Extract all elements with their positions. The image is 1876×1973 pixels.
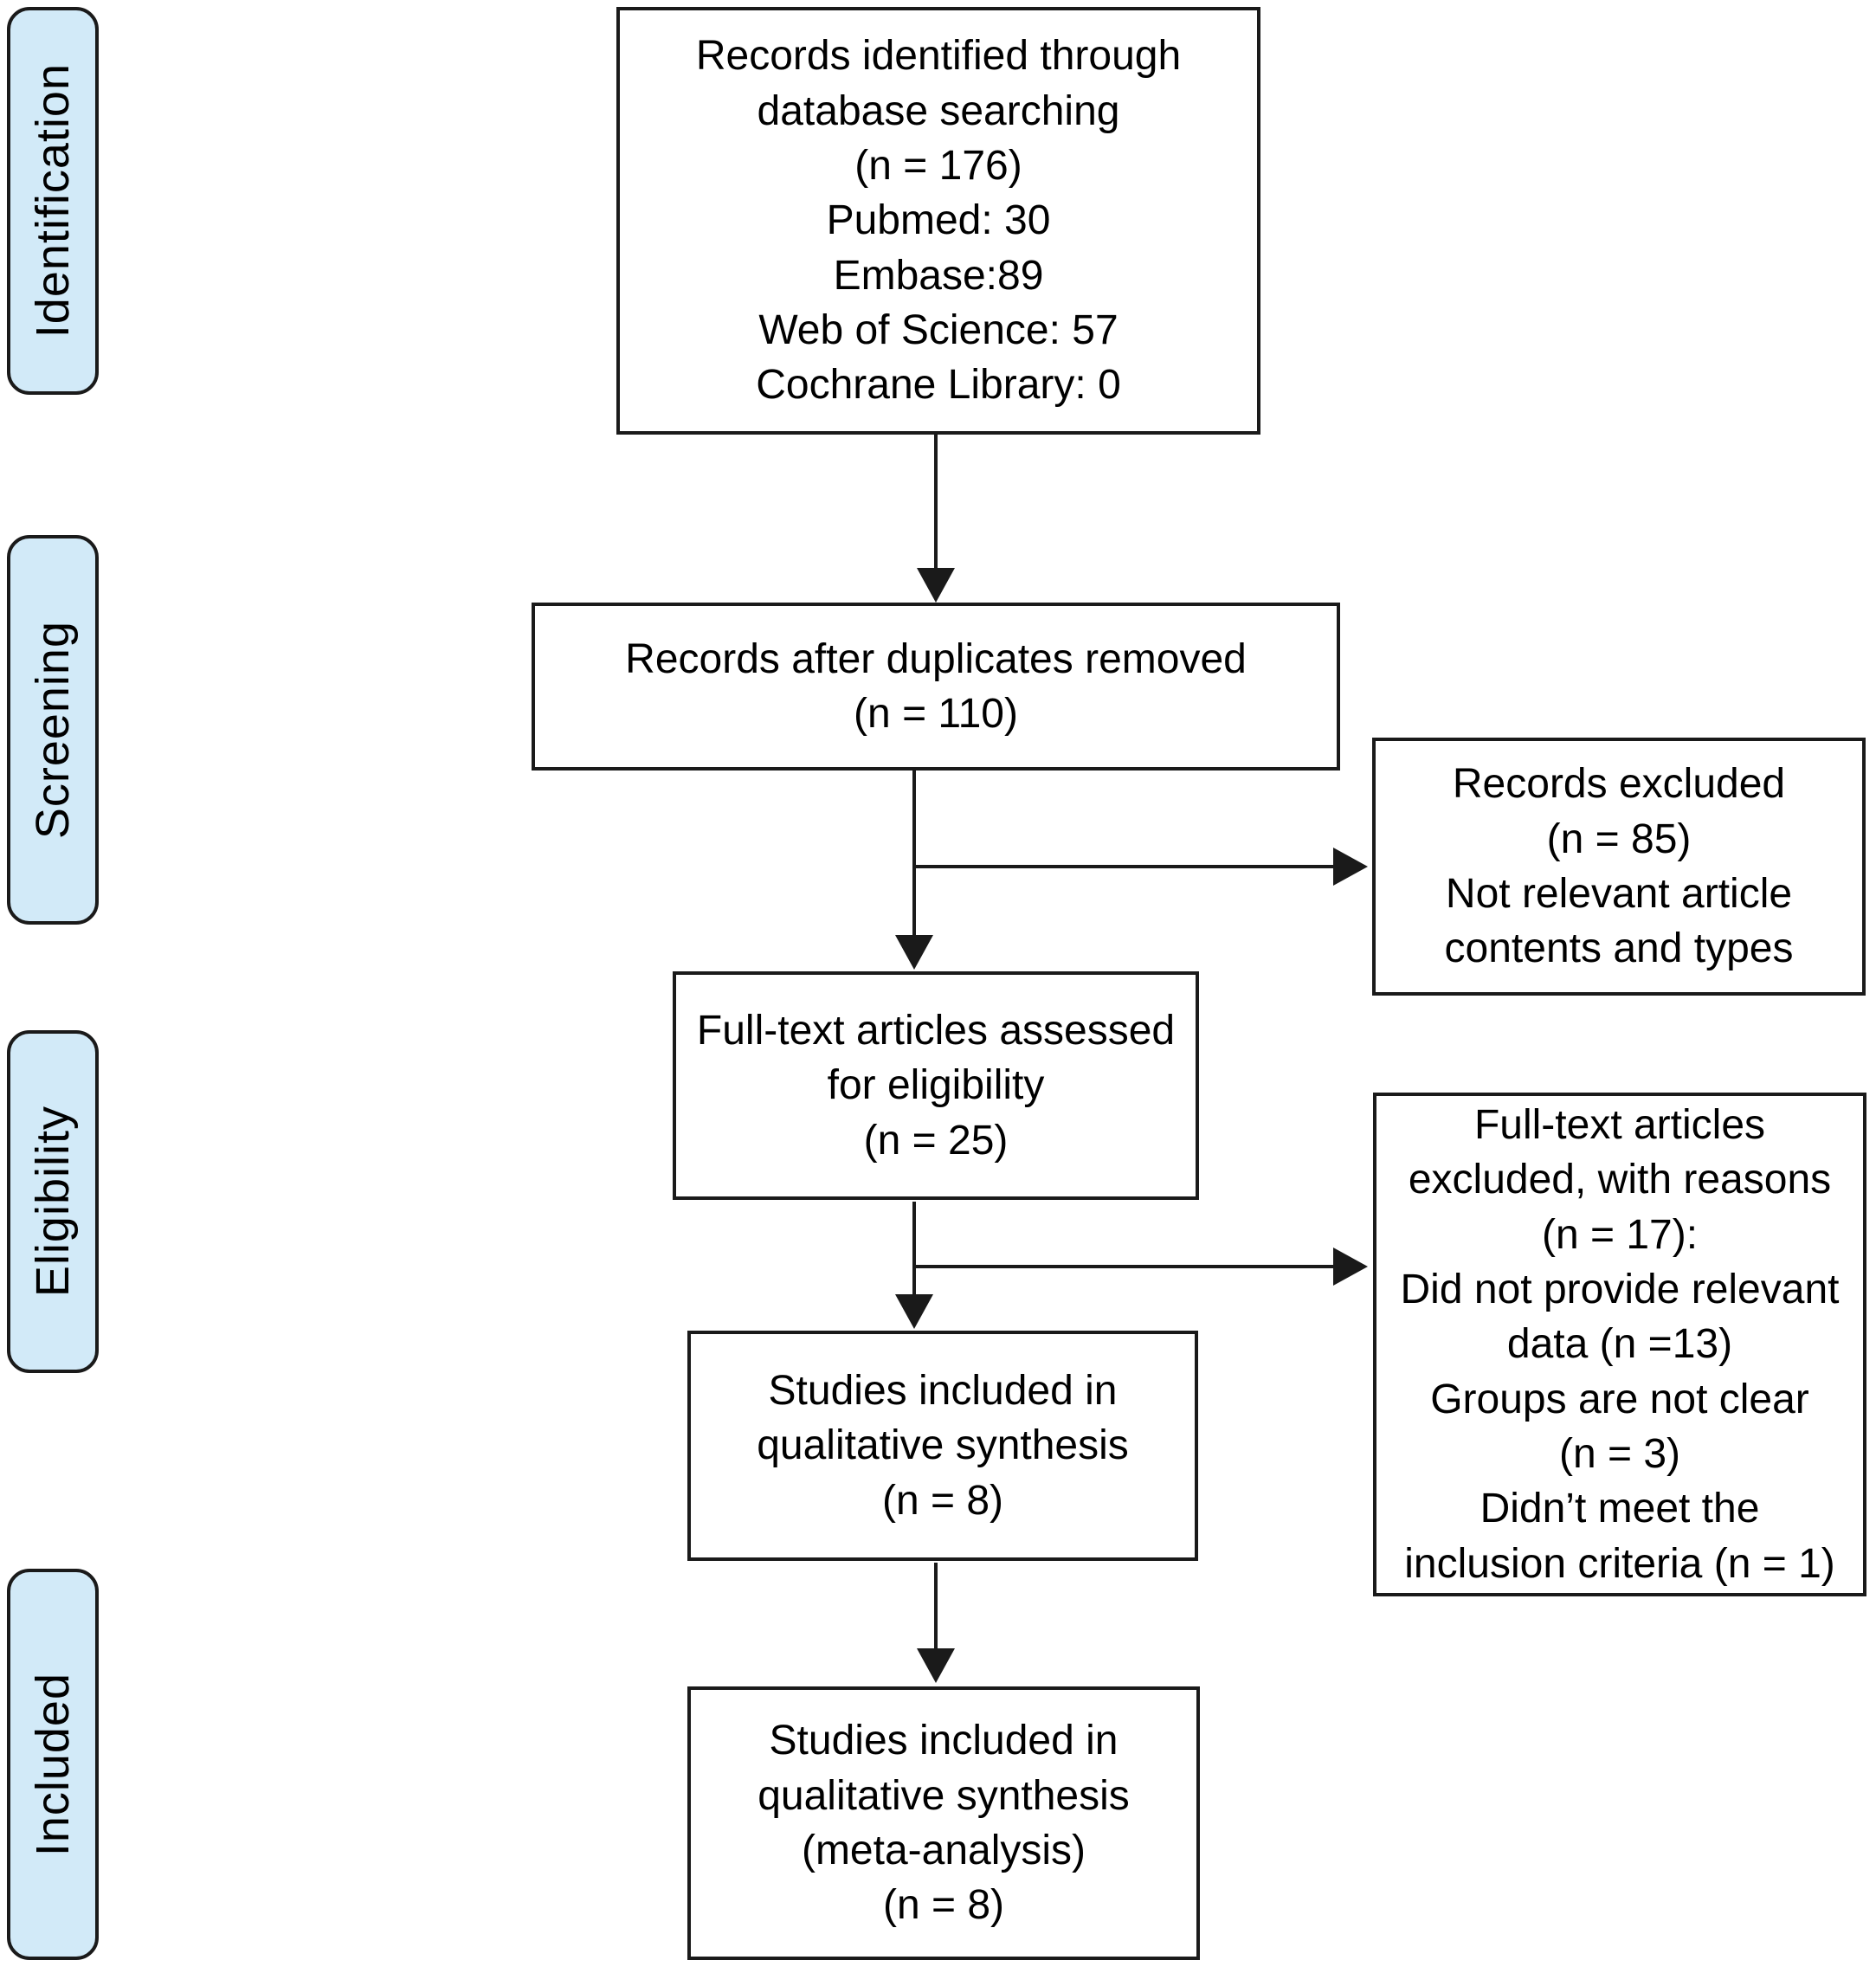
arrowhead-down-meta bbox=[917, 1648, 955, 1683]
stage-eligibility: Eligibility bbox=[7, 1030, 99, 1373]
box-records-excluded: Records excluded(n = 85)Not relevant art… bbox=[1372, 738, 1866, 996]
connector-identified-to-duplicates bbox=[934, 435, 938, 571]
arrowhead-right-fulltext-excluded bbox=[1333, 1248, 1368, 1286]
stage-included-label: Included bbox=[27, 1672, 79, 1857]
stage-identification-label: Identification bbox=[27, 63, 79, 339]
connector-branch-records-excluded bbox=[914, 865, 1335, 868]
arrowhead-down-duplicates bbox=[917, 568, 955, 603]
stage-screening: Screening bbox=[7, 535, 99, 925]
stage-included: Included bbox=[7, 1569, 99, 1960]
connector-qualitative-to-meta bbox=[934, 1563, 938, 1652]
arrowhead-right-records-excluded bbox=[1333, 848, 1368, 886]
arrowhead-down-qualitative bbox=[895, 1294, 933, 1329]
arrowhead-down-fulltext bbox=[895, 935, 933, 970]
stage-eligibility-label: Eligibility bbox=[27, 1106, 79, 1298]
connector-branch-fulltext-excluded bbox=[914, 1265, 1335, 1268]
stage-screening-label: Screening bbox=[27, 620, 79, 840]
stage-identification: Identification bbox=[7, 7, 99, 395]
connector-fulltext-to-qualitative bbox=[912, 1202, 916, 1297]
box-records-after-duplicates: Records after duplicates removed(n = 110… bbox=[532, 603, 1340, 771]
connector-duplicates-to-fulltext bbox=[912, 771, 916, 937]
